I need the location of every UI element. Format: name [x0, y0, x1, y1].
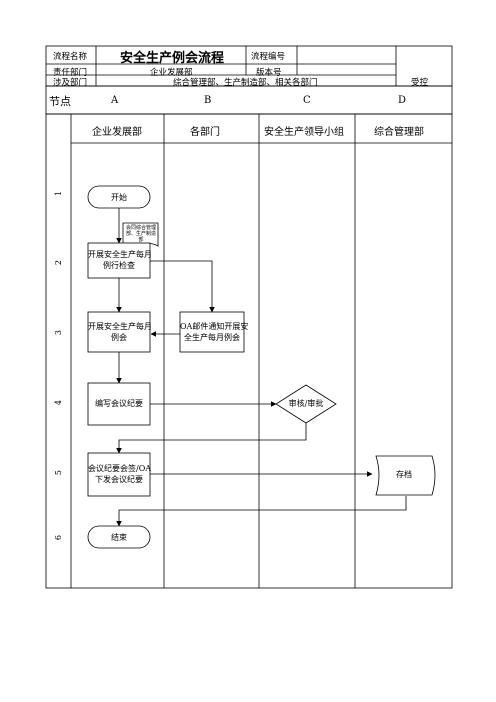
end-label: 结束: [111, 533, 127, 542]
controlled-label: 受控: [411, 78, 429, 88]
node-label: 节点: [49, 95, 71, 108]
row-number-1: 1: [54, 191, 63, 197]
archive-storage: [375, 455, 436, 496]
process-no-label: 流程编号: [251, 52, 286, 62]
start-terminator: [87, 185, 151, 209]
monthly-check-label-line1: 开展安全生产每月: [88, 250, 152, 259]
arrow-archive-to-end: [116, 496, 407, 527]
row-number-4: 4: [54, 400, 63, 406]
monthly-check-label-line2: 例行检查: [103, 261, 135, 270]
column-letter-c: C: [303, 95, 311, 106]
review-label: 审核/审批: [288, 399, 324, 408]
lane-header-enterprise-dev: 企业发展部: [92, 127, 142, 138]
oa-notice-label-line2: 全生产每月例会: [184, 333, 240, 342]
column-letter-a: A: [111, 95, 119, 106]
start-label: 开始: [111, 193, 127, 202]
process-name-label: 流程名称: [53, 52, 88, 62]
archive-label: 存档: [396, 470, 412, 479]
involved-dept-label: 涉及部门: [53, 78, 88, 88]
arrow-review-to-sign: [116, 423, 307, 454]
lane-header-departments: 各部门: [190, 127, 220, 138]
column-letter-b: B: [204, 95, 212, 106]
sign-box: [87, 452, 151, 497]
row-number-3: 3: [54, 330, 63, 336]
meeting-label-line2: 例会: [111, 333, 127, 342]
sign-label-line1: 会议纪要会签/OA: [88, 464, 152, 473]
arrow-check-to-oa: [150, 260, 215, 313]
responsible-dept-value: 企业发展部: [150, 68, 193, 78]
process-title: 安全生产例会流程: [120, 51, 225, 66]
row-number-6: 6: [54, 535, 63, 541]
monthly-check-box: [87, 242, 151, 279]
version-label: 版本号: [256, 68, 282, 78]
meeting-box: [87, 311, 151, 353]
meeting-label-line1: 开展安全生产每月: [88, 322, 152, 331]
main-grid-border: [45, 113, 453, 589]
oa-notice-box: [179, 311, 245, 353]
oa-notice-label-line1: OA邮件通知开展安: [180, 322, 249, 331]
row-number-2: 2: [54, 260, 63, 266]
note-label: 会同综合管理部、生产制造部: [125, 225, 156, 243]
minutes-label: 编写会议纪要: [95, 399, 143, 408]
involved-dept-value: 综合管理部、生产制造部、相关各部门: [173, 78, 318, 88]
review-diamond: [275, 384, 337, 424]
column-letter-d: D: [398, 95, 407, 106]
minutes-box: [87, 382, 151, 426]
node-row-border: [45, 85, 453, 115]
sign-label-line2: 下发会议纪要: [95, 475, 143, 484]
responsible-dept-label: 责任部门: [53, 68, 88, 78]
end-terminator: [87, 525, 151, 549]
row-number-5: 5: [54, 470, 63, 476]
lane-header-safety-group: 安全生产领导小组: [264, 127, 344, 138]
lane-header-general-mgmt: 综合管理部: [374, 127, 424, 138]
